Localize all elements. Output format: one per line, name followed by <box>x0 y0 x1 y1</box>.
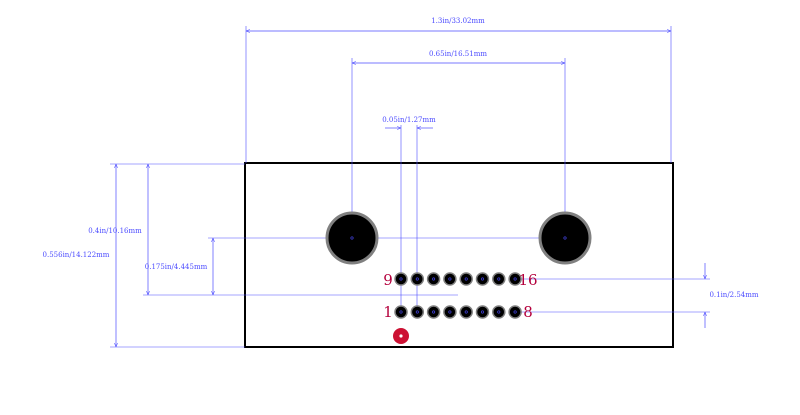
pin-pad-1 <box>394 305 408 319</box>
pin-label-8: 8 <box>523 303 533 321</box>
overall-width-label: 1.3in/33.02mm <box>431 17 485 25</box>
pin1-marker <box>393 328 409 344</box>
pin-row-bottom <box>394 305 522 319</box>
pin-label-1: 1 <box>383 303 393 321</box>
pin-pad-12 <box>443 272 457 286</box>
pin-pad-10 <box>410 272 425 286</box>
pin-pad-13 <box>459 272 473 286</box>
pin-pad-6 <box>475 305 490 319</box>
pin-pad-4 <box>443 305 457 319</box>
pin-pad-5 <box>459 305 473 319</box>
pin-row-top <box>394 272 522 286</box>
pin-label-9: 9 <box>383 271 393 289</box>
pin-pad-11 <box>426 272 441 286</box>
pin-pad-7 <box>492 305 506 319</box>
body-height-label: 0.4in/10.16mm <box>88 227 142 235</box>
pin-pad-16 <box>508 272 522 286</box>
mounting-hole-right <box>538 211 592 265</box>
pin-pad-3 <box>426 305 441 319</box>
dimension-lines <box>116 31 705 347</box>
extension-lines <box>110 26 710 348</box>
mounting-hole-left <box>325 211 379 265</box>
row-spacing-label: 0.1in/2.54mm <box>709 291 758 299</box>
mount-offset-label: 0.175in/4.445mm <box>145 263 208 271</box>
pin-pad-2 <box>410 305 425 319</box>
pin-pad-8 <box>508 305 522 319</box>
mounting-spacing-label: 0.65in/16.51mm <box>429 50 487 58</box>
pin-pad-9 <box>394 272 408 286</box>
pin-label-16: 16 <box>518 271 537 289</box>
total-height-label: 0.556in/14.122mm <box>43 251 110 259</box>
pin-pitch-label: 0.05in/1.27mm <box>382 116 436 124</box>
component-body-outline <box>244 162 674 348</box>
pin-pad-14 <box>475 272 490 286</box>
pin-pad-15 <box>492 272 506 286</box>
